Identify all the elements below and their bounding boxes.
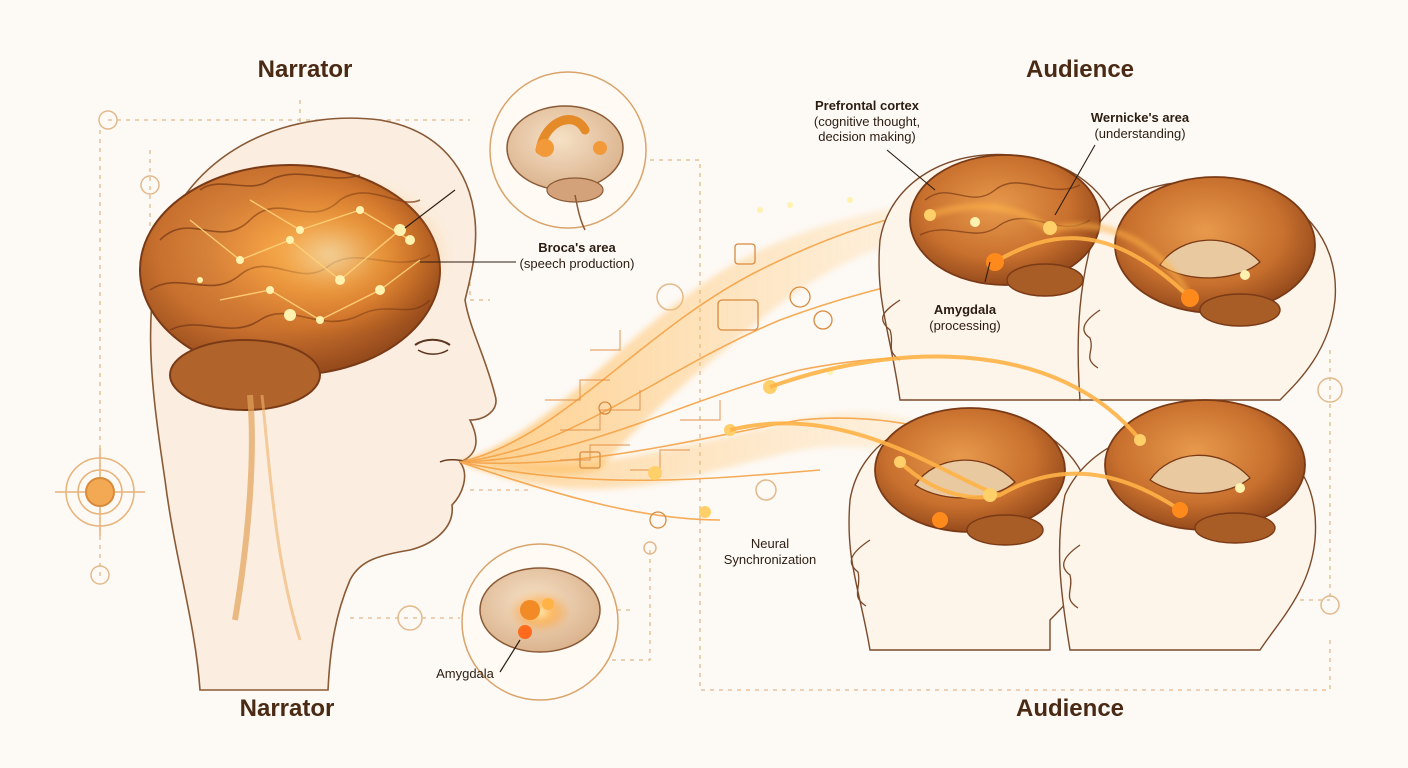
audience-amygdala-desc: (processing) xyxy=(929,317,1001,333)
prefrontal-title: Prefrontal cortex xyxy=(814,98,920,113)
brocas-area-label: Broca's area (speech production) xyxy=(492,240,662,271)
neural-sync-line-1: Neural xyxy=(750,536,790,551)
broca-inset xyxy=(489,71,647,231)
prefrontal-desc-2: decision making) xyxy=(818,129,916,145)
audience-brain-1 xyxy=(909,154,1101,297)
wernicke-title: Wernicke's area xyxy=(1090,110,1190,125)
audience-brain-2 xyxy=(1114,176,1316,327)
wernickes-area-label: Wernicke's area (understanding) xyxy=(1060,110,1220,141)
narrator-heading-top: Narrator xyxy=(257,56,353,83)
prefrontal-cortex-label: Prefrontal cortex (cognitive thought, de… xyxy=(782,98,952,145)
neural-synchronization-label: Neural Synchronization xyxy=(700,536,840,567)
speech-stream xyxy=(459,200,1111,529)
audience-heading-top: Audience xyxy=(1025,56,1135,83)
audience-amygdala-title: Amygdala xyxy=(933,302,997,317)
amygdala-inset xyxy=(461,543,619,701)
brocas-area-title: Broca's area xyxy=(538,240,616,255)
wernicke-desc: (understanding) xyxy=(1094,125,1186,141)
label-pointers xyxy=(404,144,1096,283)
audience-amygdala-label: Amygdala (processing) xyxy=(895,302,1035,333)
narrator-brain xyxy=(139,164,450,411)
brocas-area-desc: (speech production) xyxy=(519,255,635,271)
audience-brain-4 xyxy=(1104,399,1306,544)
prefrontal-desc-1: (cognitive thought, xyxy=(813,113,921,129)
neural-sync-line-2: Synchronization xyxy=(723,551,817,567)
audience-heading-bottom: Audience xyxy=(1015,695,1125,722)
stream-sparks xyxy=(648,197,853,518)
narrator-amygdala-label: Amygdala xyxy=(436,666,494,681)
sync-nodes xyxy=(894,209,1250,528)
narrator-heading-bottom: Narrator xyxy=(239,695,335,722)
